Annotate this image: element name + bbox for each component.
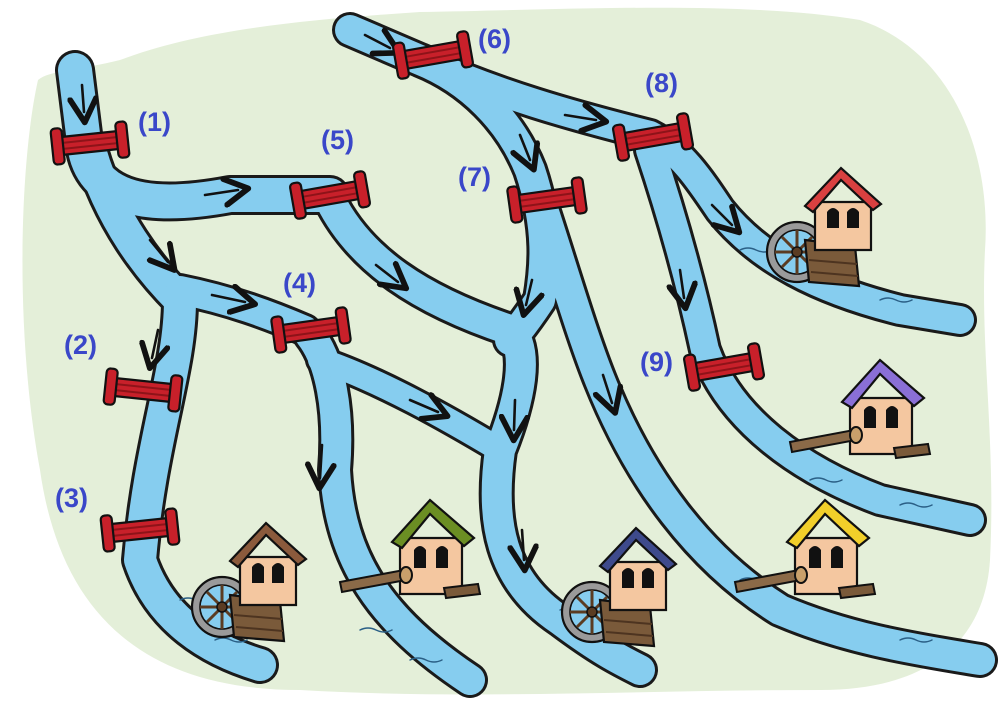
arrow-icon (520, 133, 530, 160)
gate-label-4: (4) (283, 268, 316, 298)
gate-label-3: (3) (55, 483, 88, 513)
gate-label-6: (6) (478, 24, 511, 54)
arrow-icon (152, 328, 158, 358)
arrow-icon (603, 373, 612, 403)
arrow-icon (82, 83, 84, 112)
arrow-icon (408, 400, 438, 412)
arrow-icon (210, 295, 245, 302)
arrow-icon (203, 190, 238, 195)
gate-label-2: (2) (64, 330, 97, 360)
flow-arrows (82, 35, 732, 560)
arrow-icon (150, 238, 168, 262)
arrow-icon (522, 528, 524, 560)
arrow-icon (563, 115, 596, 120)
gate-label-9: (9) (640, 347, 673, 377)
gate-label-8: (8) (645, 68, 678, 98)
arrow-icon (526, 278, 532, 305)
gate-label-5: (5) (321, 125, 354, 155)
gate-label-1: (1) (138, 107, 171, 137)
arrow-icon (680, 268, 684, 298)
gate-label-7: (7) (458, 162, 491, 192)
arrow-icon (320, 443, 322, 478)
arrow-icon (363, 35, 390, 48)
arrow-icon (710, 203, 732, 225)
arrow-icon (514, 398, 515, 430)
arrow-icon (374, 265, 398, 282)
